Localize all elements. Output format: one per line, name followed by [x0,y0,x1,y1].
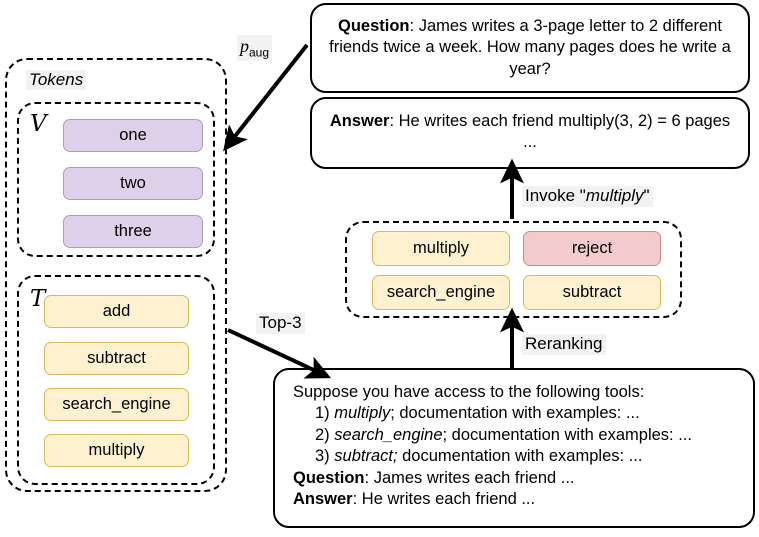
tokens-panel-title: Tokens [26,70,87,90]
tool-chip-multiply[interactable]: multiply [44,434,189,467]
reranked-chip-reject[interactable]: reject [523,231,661,266]
tools-group [17,275,215,485]
question-body: James writes a 3-page letter to 2 differ… [329,17,731,78]
vocabulary-symbol: V [30,111,47,137]
prompt-tool-index-2: 2) [315,425,330,444]
prompt-tool-rest-2: ; documentation with examples: ... [442,425,692,444]
answer-label: Answer [329,112,390,130]
prompt-answer-label: Answer [293,490,353,509]
prompt-tool-line-3: 3) subtract; documentation with examples… [293,446,739,467]
prompt-tool-rest-3: documentation with examples: ... [397,447,643,466]
prompt-question-separator: : [364,468,374,487]
reranked-chip-subtract[interactable]: subtract [523,275,661,310]
prompt-tool-name-1: multiply [334,404,391,423]
prompt-tool-line-2: 2) search_engine; documentation with exa… [293,425,739,446]
answer-body: He writes each friend multiply(3, 2) = 6… [398,112,731,152]
vocabulary-group [17,102,215,257]
prompt-box: Suppose you have access to the following… [273,368,755,528]
prompt-tool-name-2: search_engine [334,425,443,444]
edge-label-reranking: Reranking [522,334,606,355]
reranked-chip-search-engine[interactable]: search_engine [372,275,510,310]
tools-symbol: T [30,286,46,312]
p-aug-subscript: aug [249,45,270,60]
prompt-answer-body: He writes each friend ... [361,490,536,509]
reranked-chip-multiply[interactable]: multiply [372,231,510,266]
prompt-tool-index-3: 3) [315,447,330,466]
invoke-suffix: " [643,186,650,205]
prompt-intro: Suppose you have access to the following… [293,383,645,401]
prompt-tool-rest-1: ; documentation with examples: ... [390,404,640,423]
prompt-tool-index-1: 1) [315,404,330,423]
tool-chip-add[interactable]: add [44,295,189,328]
invoke-prefix: Invoke " [525,186,586,205]
question-separator: : [409,17,415,35]
tool-chip-subtract[interactable]: subtract [44,342,189,375]
p-aug-base: p [240,36,249,56]
invoke-tool-name: multiply [585,186,644,205]
token-chip-two[interactable]: two [63,167,203,200]
prompt-answer-separator: : [352,490,362,509]
prompt-question-line: Question: James writes each friend ... [293,468,739,489]
question-box: Question: James writes a 3-page letter t… [310,3,750,93]
prompt-answer-line: Answer: He writes each friend ... [293,489,739,510]
prompt-tool-line-1: 1) multiply; documentation with examples… [293,403,739,424]
token-chip-one[interactable]: one [63,119,203,152]
edge-label-invoke: Invoke "multiply" [522,186,653,207]
prompt-question-body: James writes each friend ... [373,468,575,487]
answer-box: Answer: He writes each friend multiply(3… [310,97,750,169]
edge-label-top-k: Top-3 [256,313,305,334]
answer-separator: : [389,112,395,130]
arrow-top-k [227,328,332,379]
prompt-question-label: Question [293,468,365,487]
tool-chip-search-engine[interactable]: search_engine [44,388,189,421]
question-text: Question: James writes a 3-page letter t… [328,16,732,80]
edge-label-p-aug: paug [237,35,273,61]
tokens-panel [5,58,227,492]
token-chip-three[interactable]: three [63,215,203,248]
question-label: Question [338,17,410,35]
answer-text: Answer: He writes each friend multiply(3… [328,111,732,154]
prompt-tool-name-3: subtract; [334,447,398,466]
